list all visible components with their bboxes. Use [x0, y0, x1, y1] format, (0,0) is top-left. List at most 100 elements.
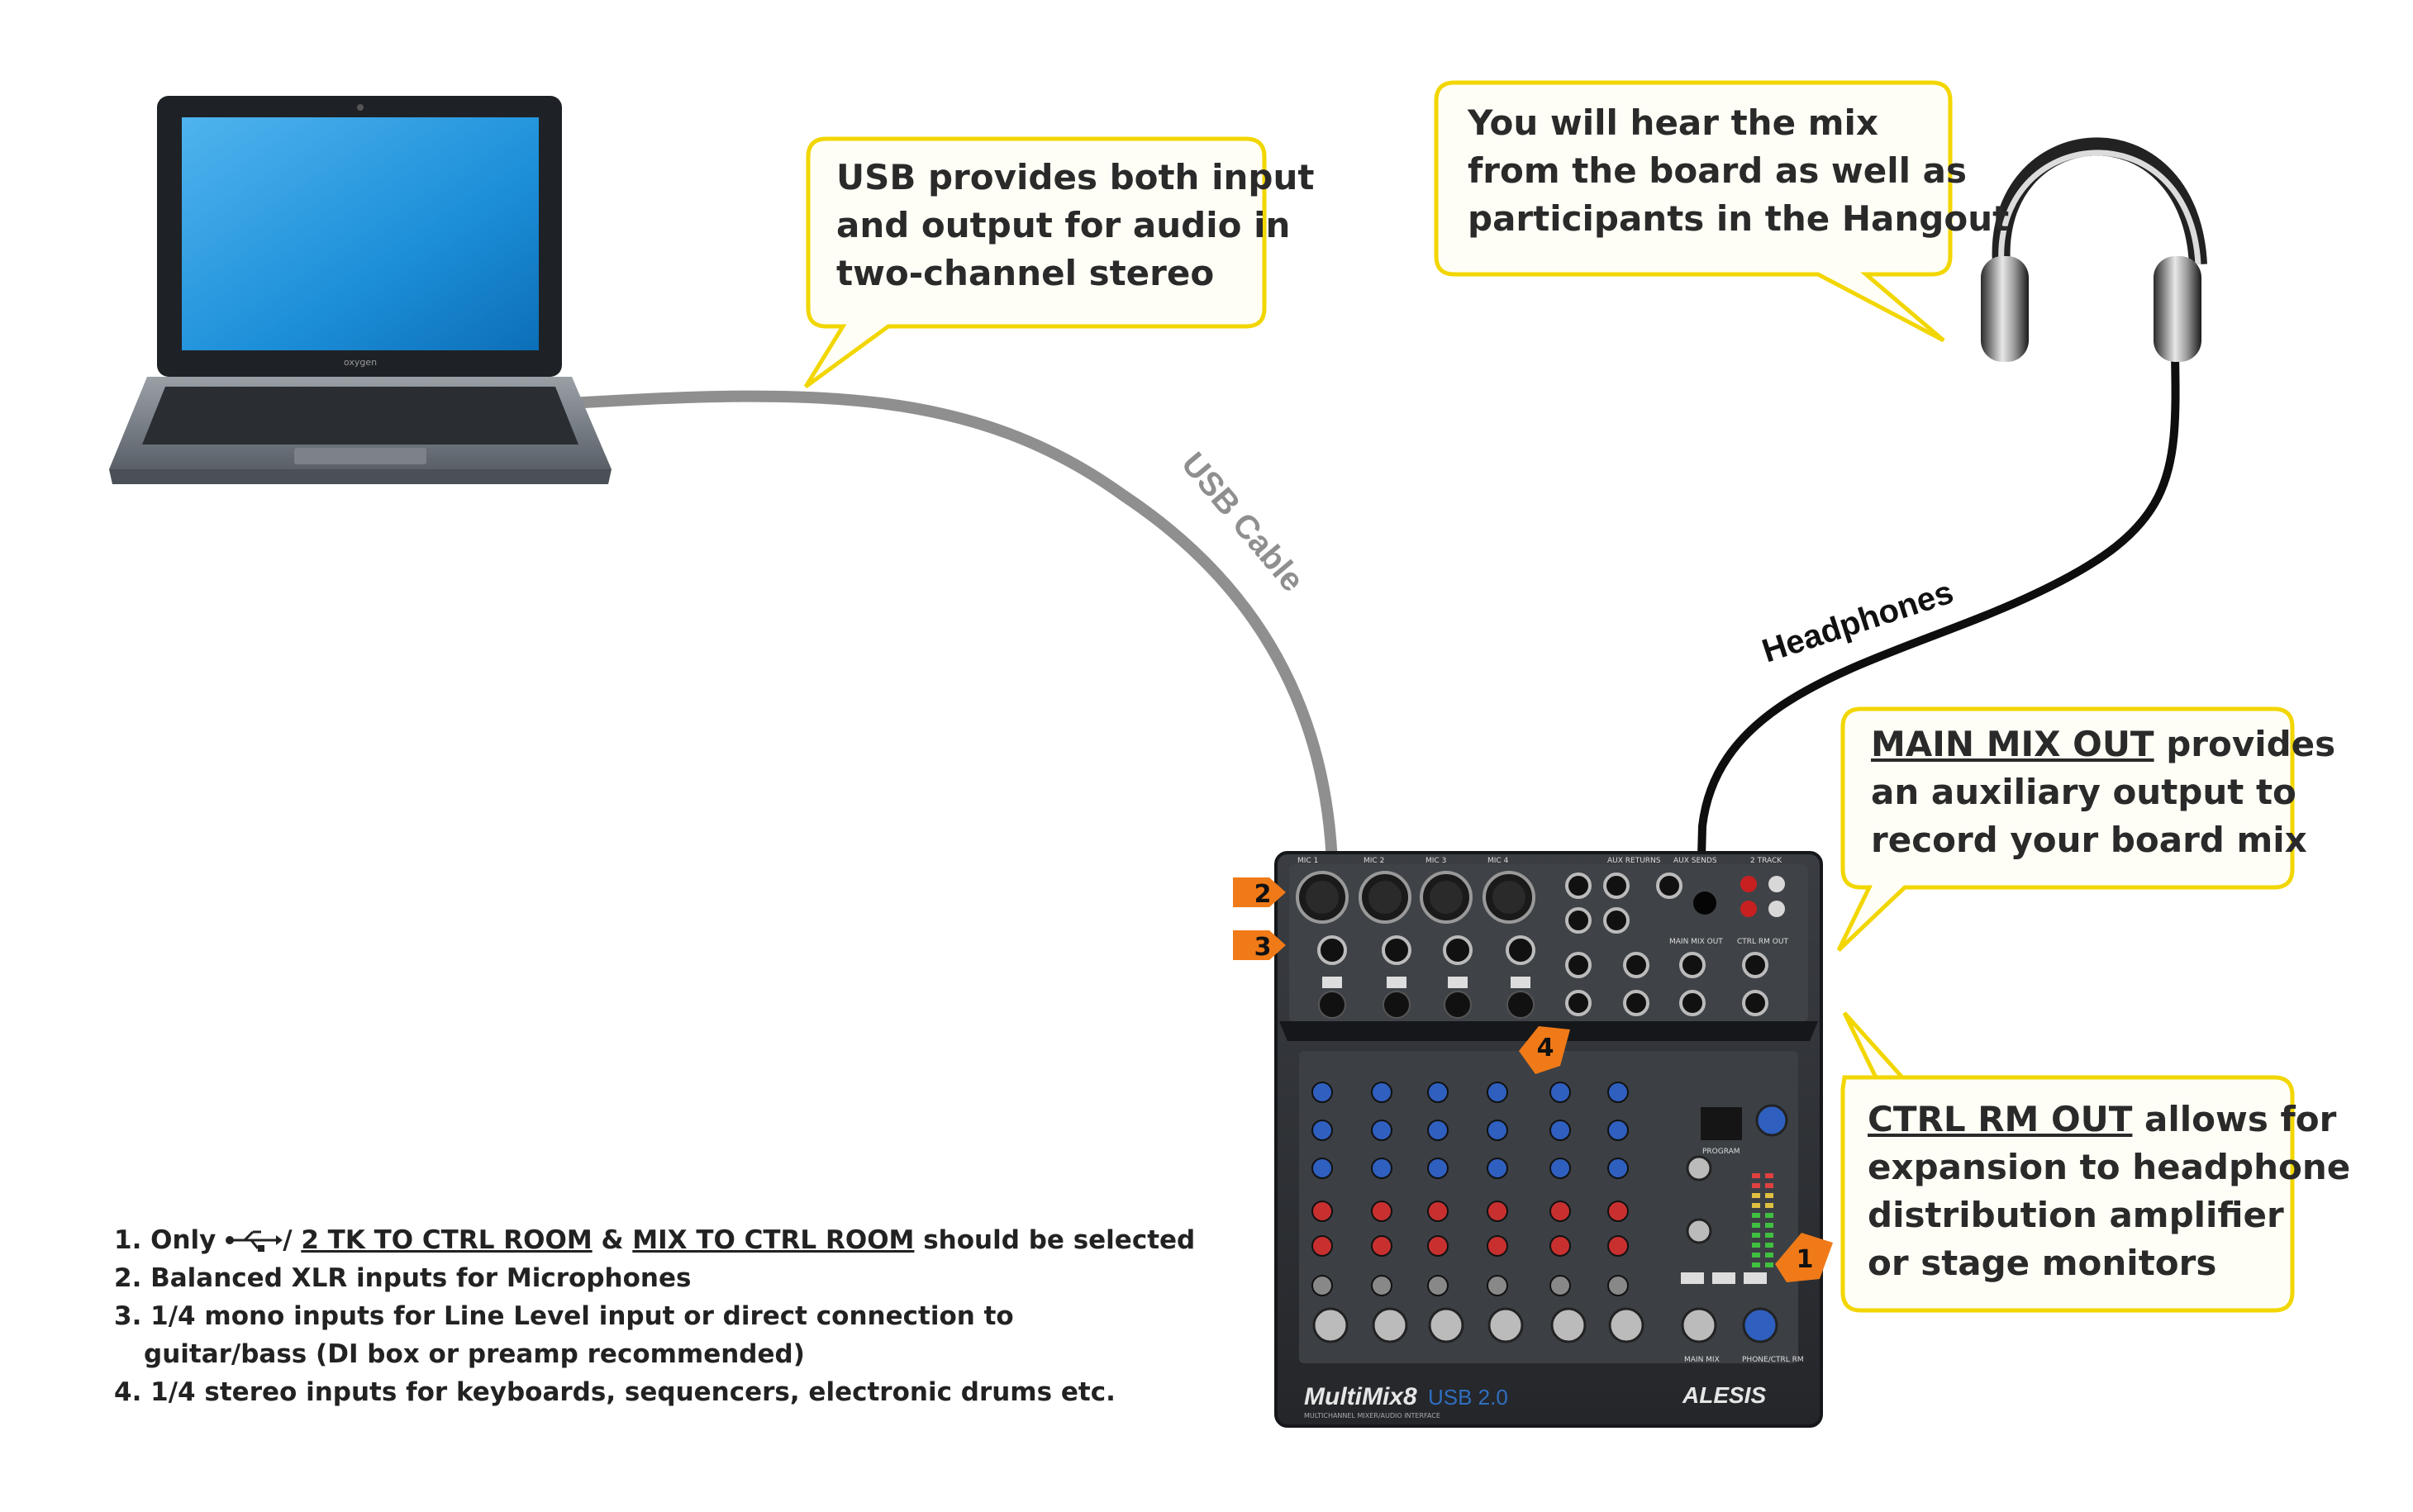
- gain-knob: [1383, 991, 1411, 1019]
- ctrl-rm-line1-rest: allows for: [2132, 1099, 2337, 1139]
- jack: [1656, 872, 1682, 899]
- ctrl-rm-callout-line4: or stage monitors: [1868, 1243, 2217, 1283]
- note-1-prefix: 1. Only: [114, 1225, 226, 1255]
- notes-list: 1. Only / 2 TK TO CTRL ROOM & MIX TO CTR…: [114, 1221, 1195, 1411]
- meter-led: [1752, 1213, 1760, 1218]
- ctrl-rm-callout-line2: expansion to headphone: [1868, 1147, 2351, 1187]
- level-knob: [1428, 1307, 1464, 1343]
- ctrl-rm-out-term: CTRL RM OUT: [1868, 1099, 2133, 1139]
- ctrl-rm-callout-line3: distribution amplifier: [1868, 1195, 2284, 1235]
- main-mix-out-term: MAIN MIX OUT: [1871, 724, 2154, 764]
- aux-returns-label: AUX RETURNS: [1607, 857, 1661, 865]
- jack: [1679, 952, 1706, 978]
- jack: [1603, 907, 1630, 934]
- jack: [1679, 990, 1706, 1016]
- main-mix-out-label: MAIN MIX OUT: [1669, 938, 1723, 946]
- effects-knob: [1686, 1218, 1712, 1244]
- channel-knob: [1427, 1275, 1449, 1296]
- channel-knob: [1607, 1235, 1629, 1257]
- meter-led: [1752, 1253, 1760, 1258]
- rca-jack-white: [1768, 876, 1785, 892]
- jack: [1623, 952, 1649, 978]
- channel-knob: [1487, 1158, 1508, 1179]
- ctrl-rm-callout-bubble: [1840, 1011, 2295, 1313]
- usb-callout-line1: USB provides both input: [836, 157, 1315, 197]
- routing-switch: [1681, 1272, 1704, 1284]
- jack: [1742, 990, 1768, 1016]
- rca-jack-white: [1768, 901, 1785, 917]
- aux-sends-label: AUX SENDS: [1673, 857, 1717, 865]
- jack: [1603, 872, 1630, 899]
- meter-led: [1752, 1203, 1760, 1208]
- marker-3-number: 3: [1254, 933, 1272, 962]
- routing-switch: [1712, 1272, 1735, 1284]
- main-mix-callout-line2: an auxiliary output to: [1871, 772, 2296, 812]
- channel-knob: [1549, 1235, 1571, 1257]
- line-jack: [1506, 935, 1535, 965]
- mixer-brand: ALESIS: [1682, 1382, 1766, 1408]
- note-1-item1: 2 TK TO CTRL ROOM: [301, 1225, 593, 1255]
- channel-knob: [1311, 1201, 1333, 1222]
- program-knob: [1755, 1104, 1788, 1137]
- marker-4-number: 4: [1537, 1034, 1554, 1063]
- channel-knob: [1487, 1235, 1508, 1257]
- channel-knob: [1427, 1201, 1449, 1222]
- line-jack: [1382, 935, 1411, 965]
- mic3-label: MIC 3: [1425, 857, 1446, 865]
- meter-led: [1765, 1213, 1773, 1218]
- channel-knob: [1427, 1158, 1449, 1179]
- trackpad: [294, 448, 426, 464]
- channel-knob: [1607, 1275, 1629, 1296]
- phone-ctrl-rm-label: PHONE/CTRL RM: [1742, 1356, 1804, 1364]
- pad-switch: [1387, 977, 1406, 988]
- level-knob: [1487, 1307, 1524, 1343]
- channel-knob: [1371, 1158, 1392, 1179]
- mixer-subtitle: MULTICHANNEL MIXER/AUDIO INTERFACE: [1304, 1412, 1440, 1419]
- meter-led: [1752, 1262, 1760, 1267]
- channel-knob: [1607, 1201, 1629, 1222]
- marker-1-number: 1: [1797, 1245, 1814, 1274]
- usb-callout-line2: and output for audio in: [836, 205, 1291, 245]
- xlr-jack-inner: [1430, 881, 1463, 914]
- main-mix-knob: [1681, 1307, 1717, 1343]
- channel-knob: [1371, 1201, 1392, 1222]
- meter-led: [1765, 1223, 1773, 1228]
- gain-knobs: [1318, 991, 1535, 1019]
- laptop: oxygen: [109, 96, 612, 484]
- note-1-ampersand: &: [592, 1225, 633, 1255]
- gain-knob: [1318, 991, 1346, 1019]
- headphones-callout-line1: You will hear the mix: [1468, 102, 1878, 143]
- level-knob: [1550, 1307, 1587, 1343]
- gain-knob: [1506, 991, 1535, 1019]
- headphones-callout-line3: participants in the Hangout: [1468, 198, 2010, 239]
- main-mix-callout-bubble: [1836, 706, 2295, 952]
- program-display: [1701, 1107, 1742, 1140]
- rca-jack-red: [1740, 901, 1757, 917]
- headphones-cable-label: Headphones: [1758, 574, 1958, 670]
- headphones-callout-text: You will hear the mix from the board as …: [1468, 99, 2009, 243]
- channel-knob: [1311, 1275, 1333, 1296]
- note-1-suffix: should be selected: [914, 1225, 1196, 1255]
- meter-led: [1765, 1173, 1773, 1178]
- xlr-inputs: [1296, 871, 1535, 924]
- headphones-callout-line2: from the board as well as: [1468, 150, 1967, 191]
- usb-cable-label: USB Cable: [1174, 446, 1311, 599]
- meter-led: [1752, 1223, 1760, 1228]
- main-mix-line1-rest: provides: [2154, 724, 2336, 764]
- jack: [1565, 952, 1592, 978]
- channel-knob: [1487, 1082, 1508, 1103]
- channel-knob: [1549, 1158, 1571, 1179]
- jack: [1742, 952, 1768, 978]
- meter-led: [1752, 1243, 1760, 1248]
- meter-led: [1765, 1193, 1773, 1198]
- channel-strip-knobs: [1311, 1082, 1788, 1343]
- channel-knob: [1427, 1235, 1449, 1257]
- meter-led: [1752, 1173, 1760, 1178]
- program-label: PROGRAM: [1702, 1148, 1740, 1156]
- line-jack: [1443, 935, 1473, 965]
- channel-knob: [1311, 1082, 1333, 1103]
- laptop-screen: [182, 117, 539, 350]
- aux-return-knob: [1686, 1155, 1712, 1182]
- meter-led: [1752, 1183, 1760, 1188]
- mic2-label: MIC 2: [1364, 857, 1384, 865]
